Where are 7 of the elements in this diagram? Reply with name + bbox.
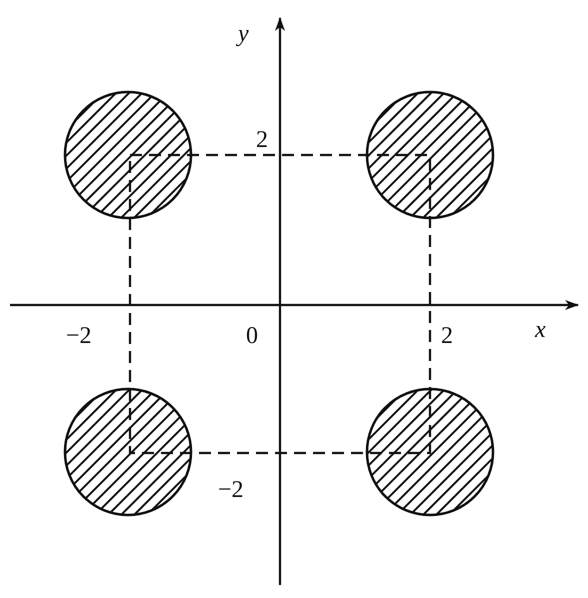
tick-label: 2 (441, 324, 453, 348)
tick-label: 2 (256, 128, 268, 152)
axis-label: y (238, 22, 249, 46)
tick-label: −2 (66, 324, 92, 348)
tick-label: 0 (246, 324, 258, 348)
axis-label: x (535, 318, 546, 342)
tick-label: −2 (218, 478, 244, 502)
